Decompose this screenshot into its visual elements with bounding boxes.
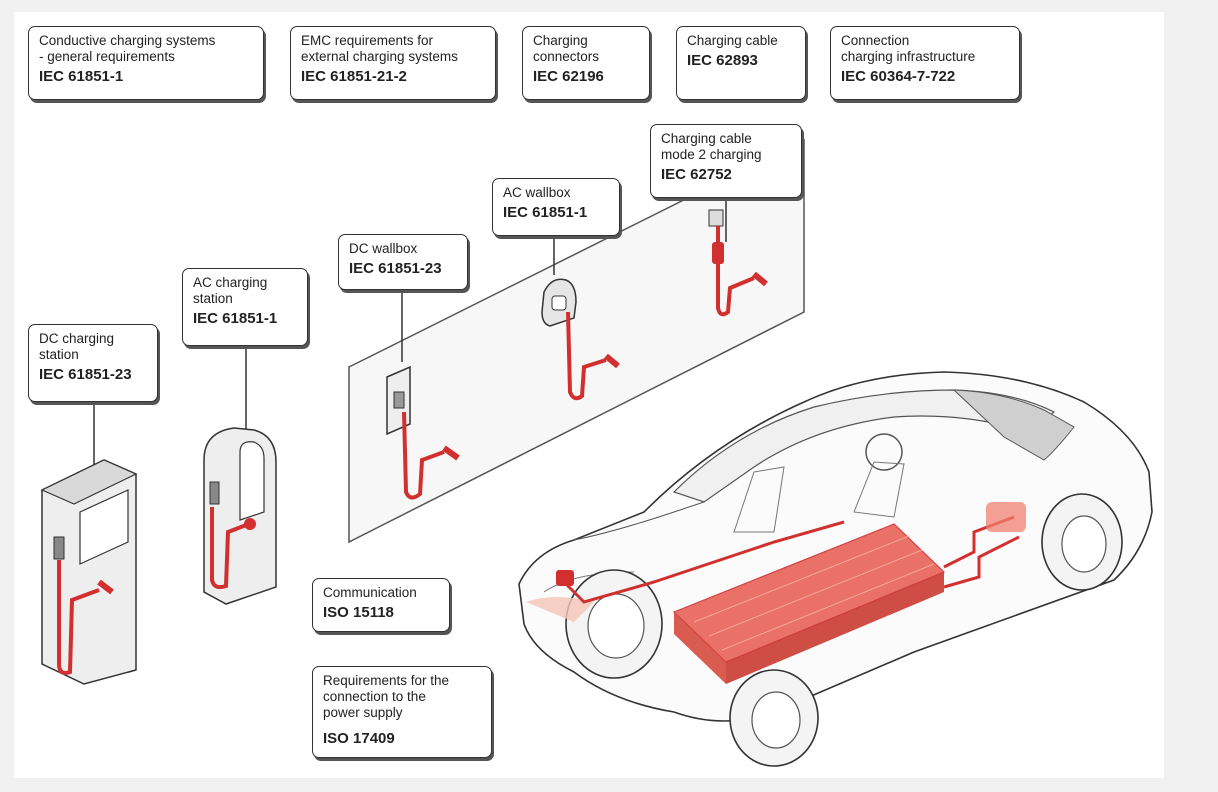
label-power-supply: Requirements for the connection to the p… [312, 666, 492, 758]
label-ac-charging-station: AC charging station IEC 61851-1 [182, 268, 308, 346]
label-charging-infrastructure: Connection charging infrastructure IEC 6… [830, 26, 1020, 100]
dc-charging-station-illustration [40, 459, 138, 685]
electric-car-illustration [518, 371, 1153, 767]
label-standard-code: IEC 62893 [687, 52, 758, 69]
label-description: Charging cable mode 2 charging [661, 131, 762, 162]
label-description: Charging connectors [533, 33, 600, 64]
label-emc-requirements: EMC requirements for external charging s… [290, 26, 496, 100]
ac-charging-station-illustration [203, 427, 277, 605]
label-description: Connection charging infrastructure [841, 33, 976, 64]
label-charging-connectors: Charging connectors IEC 62196 [522, 26, 650, 100]
label-standard-code: IEC 61851-23 [349, 260, 442, 277]
label-description: Communication [323, 585, 417, 600]
label-charging-cable: Charging cable IEC 62893 [676, 26, 806, 100]
label-dc-wallbox: DC wallbox IEC 61851-23 [338, 234, 468, 290]
label-description: Conductive charging systems - general re… [39, 33, 216, 64]
mode2-cable-illustration [708, 209, 768, 317]
label-standard-code: IEC 61851-1 [39, 68, 124, 85]
label-dc-charging-station: DC charging station IEC 61851-23 [28, 324, 158, 402]
label-standard-code: IEC 62752 [661, 166, 732, 183]
label-communication: Communication ISO 15118 [312, 578, 450, 632]
label-description: DC charging station [39, 331, 115, 362]
label-standard-code: IEC 61851-21-2 [301, 68, 407, 85]
label-standard-code: IEC 61851-1 [503, 204, 588, 221]
garage-wall [348, 138, 805, 544]
label-conductive-charging: Conductive charging systems - general re… [28, 26, 264, 100]
label-ac-wallbox: AC wallbox IEC 61851-1 [492, 178, 620, 236]
label-mode2-cable: Charging cable mode 2 charging IEC 62752 [650, 124, 802, 198]
label-description: Requirements for the connection to the p… [323, 673, 450, 720]
label-standard-code: ISO 17409 [323, 730, 395, 747]
label-standard-code: IEC 60364-7-722 [841, 68, 956, 85]
label-description: AC wallbox [503, 185, 571, 200]
label-description: DC wallbox [349, 241, 418, 256]
label-description: EMC requirements for external charging s… [301, 33, 458, 64]
label-description: AC charging station [193, 275, 268, 306]
diagram-illustration [40, 138, 1153, 767]
label-standard-code: IEC 61851-1 [193, 310, 278, 327]
label-standard-code: IEC 61851-23 [39, 366, 132, 383]
dc-wallbox-illustration [386, 365, 460, 500]
diagram-canvas: Conductive charging systems - general re… [14, 12, 1164, 778]
label-description: Charging cable [687, 33, 778, 48]
label-standard-code: IEC 62196 [533, 68, 604, 85]
label-standard-code: ISO 15118 [323, 604, 394, 621]
ac-wallbox-illustration [541, 278, 620, 401]
